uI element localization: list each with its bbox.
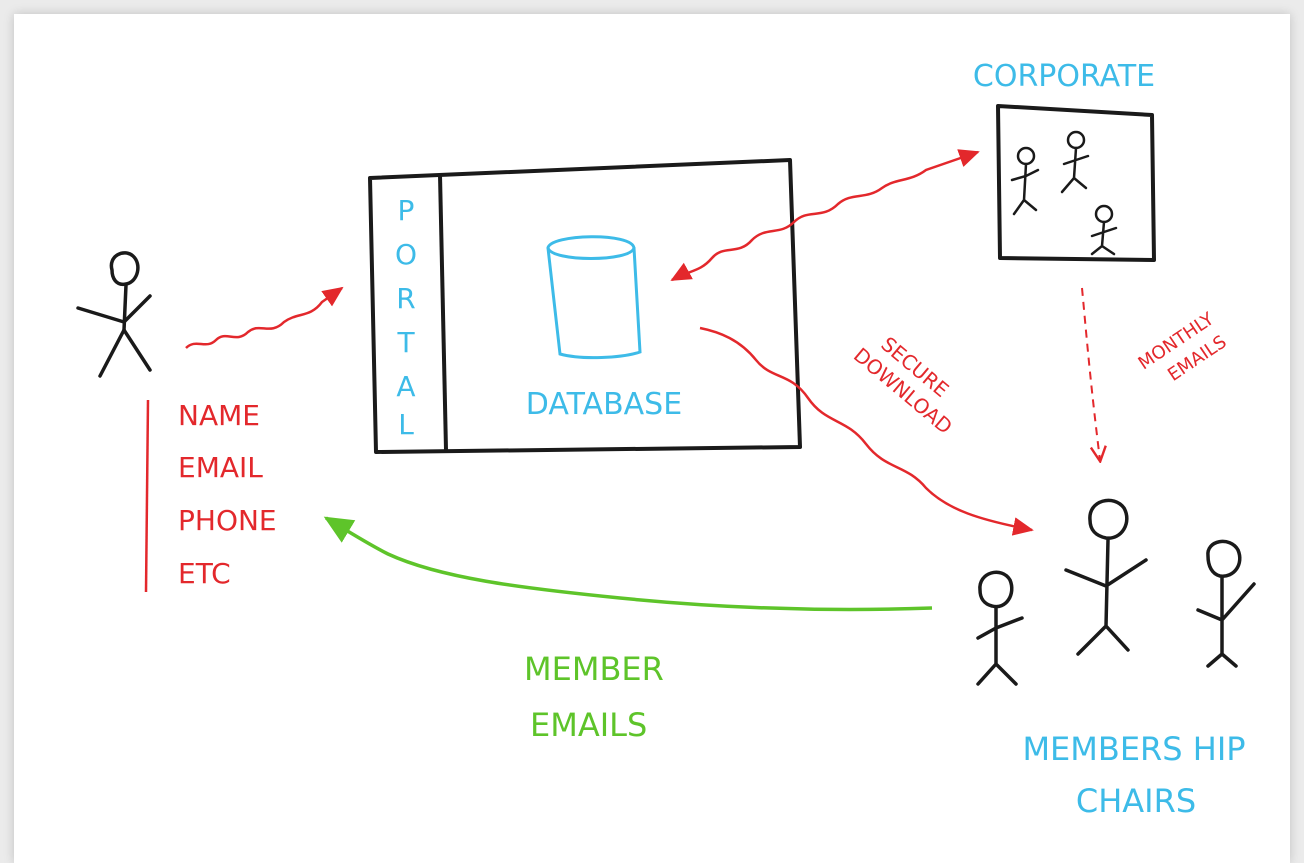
monthly-emails-label: MONTHLY EMAILS [1135, 308, 1231, 386]
user-head [109, 251, 140, 287]
svg-text:CHAIRS: CHAIRS [1076, 782, 1196, 820]
member-emails-arrow [323, 516, 933, 612]
monthly-emails-arrow [1081, 287, 1100, 460]
stick-figure-icon [1060, 130, 1090, 194]
membership-chairs-figures [976, 498, 1256, 686]
svg-text:MEMBER: MEMBER [524, 650, 664, 688]
svg-text:L: L [398, 408, 414, 441]
secure-download-label: SECURE DOWNLOAD [849, 332, 957, 439]
svg-text:MEMBERS HIP: MEMBERS HIP [1022, 730, 1245, 768]
stick-figure-icon [1010, 146, 1040, 216]
user-arms [76, 294, 152, 324]
user-field-phone: PHONE [178, 504, 277, 537]
svg-text:R: R [396, 282, 415, 315]
database-cylinder-icon [546, 235, 642, 360]
member-emails-label: MEMBER EMAILS [524, 650, 664, 744]
svg-text:EMAILS: EMAILS [530, 706, 647, 744]
user-stick-figure [76, 251, 152, 378]
corporate-label: CORPORATE [973, 59, 1155, 94]
database-label: DATABASE [526, 387, 682, 422]
svg-text:T: T [396, 326, 415, 359]
stick-figure-icon [976, 570, 1024, 686]
membership-chairs-label: MEMBERS HIP CHAIRS [1022, 730, 1245, 820]
corporate-box [996, 104, 1156, 262]
user-fields-bracket [144, 399, 150, 593]
svg-text:P: P [398, 194, 415, 227]
stick-figure-icon [1196, 539, 1256, 668]
user-legs [98, 328, 152, 378]
user-field-email: EMAIL [178, 451, 263, 484]
whiteboard-sheet [14, 14, 1290, 863]
svg-text:A: A [396, 370, 415, 403]
portal-divider [438, 174, 448, 451]
svg-text:O: O [395, 238, 417, 271]
user-to-portal-arrow [185, 286, 344, 349]
secure-download-arrow [699, 326, 1034, 536]
corporate-people [1010, 130, 1118, 256]
user-fields-list: NAME EMAIL PHONE ETC [178, 399, 277, 590]
stick-figure-icon [1090, 204, 1118, 256]
stick-figure-icon [1064, 498, 1148, 656]
user-field-etc: ETC [178, 557, 231, 590]
portal-label: P O R T A L [395, 194, 417, 441]
database-corporate-sync-arrow [670, 149, 980, 282]
user-field-name: NAME [178, 399, 260, 432]
portal-database-box [368, 158, 802, 454]
